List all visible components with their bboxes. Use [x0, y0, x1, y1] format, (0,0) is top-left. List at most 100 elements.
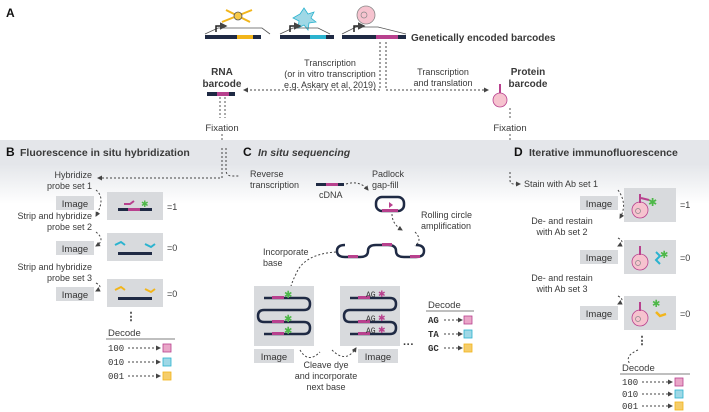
arrow-transcription	[243, 42, 381, 93]
svg-text:✱: ✱	[378, 313, 386, 323]
svg-text:✱: ✱	[284, 326, 292, 337]
gene-construct-2	[279, 7, 334, 39]
if-decode-title: Decode	[622, 363, 655, 374]
fish-result-1: =1	[167, 202, 177, 212]
protein-barcode-label-1: Protein	[511, 67, 545, 78]
fish-step-1a: Hybridize	[54, 170, 92, 180]
if-image-2: Image ✱ =0	[580, 240, 690, 274]
fish-step-3b: probe set 3	[47, 273, 92, 283]
gene-construct-3	[341, 5, 407, 39]
fish-decode-row-3: 001	[108, 371, 172, 382]
if-result-2: =0	[680, 253, 690, 263]
fish-image-1-label: Image	[62, 199, 88, 210]
iss-rt-1: Reverse	[250, 169, 284, 179]
protein-barcode-icon	[492, 84, 508, 108]
cdna-icon	[316, 183, 344, 186]
iss-ag-3: AG	[366, 327, 376, 336]
arrow-to-fish	[97, 148, 223, 181]
header-band	[0, 140, 709, 164]
cdna-label: cDNA	[319, 190, 343, 200]
incorporate-1: Incorporate	[263, 247, 309, 257]
if-decode-code-1: 100	[622, 378, 638, 388]
arrow-translation	[385, 42, 489, 93]
if-decode-row-2: 010	[622, 389, 684, 400]
fish-image-1: Image ✱ =1	[56, 192, 177, 220]
iss-decode-row-2: TA	[428, 329, 473, 340]
transcription-label-1: Transcription	[304, 58, 356, 68]
svg-text:✱: ✱	[141, 199, 149, 209]
if-result-1: =1	[680, 200, 690, 210]
fish-result-3: =0	[167, 289, 177, 299]
panel-c-title: In situ sequencing	[258, 147, 351, 159]
svg-text:✱: ✱	[284, 314, 292, 325]
if-decode-row-1: 100	[622, 377, 684, 388]
iss-ag-1: AG	[366, 291, 376, 300]
svg-text:✱: ✱	[378, 325, 386, 335]
if-step-2b: with Ab set 2	[535, 227, 587, 237]
if-image-2-label: Image	[586, 253, 612, 264]
panel-b-letter: B	[6, 145, 15, 159]
fish-decode-code-3: 001	[108, 372, 124, 382]
if-decode-code-2: 010	[622, 390, 638, 400]
if-image-3-label: Image	[586, 309, 612, 320]
svg-text:✱: ✱	[284, 290, 292, 301]
svg-text:✱: ✱	[648, 197, 657, 209]
iss-decode-code-3: GC	[428, 344, 439, 354]
svg-text:✱: ✱	[660, 250, 668, 261]
padlock-2: gap-fill	[372, 180, 399, 190]
panel-d-title: Iterative immunofluorescence	[529, 147, 678, 159]
padlock-1: Padlock	[372, 169, 405, 179]
transcription-label-2: (or in vitro transcription	[284, 69, 376, 79]
cleave-1: Cleave dye	[303, 360, 348, 370]
transcription-translation-1: Transcription	[417, 67, 469, 77]
gene-construct-1	[204, 9, 271, 39]
rna-barcode-label-2: barcode	[203, 79, 242, 90]
if-result-3: =0	[680, 309, 690, 319]
svg-text:✱: ✱	[652, 299, 660, 310]
iss-decode-row-1: AG	[428, 315, 473, 326]
if-step-3a: De- and restain	[531, 273, 593, 283]
panel-a-letter: A	[6, 6, 15, 20]
fish-decode-code-2: 010	[108, 358, 124, 368]
panel-c-letter: C	[243, 145, 252, 159]
if-image-1-label: Image	[586, 199, 612, 210]
if-step-2a: De- and restain	[531, 216, 593, 226]
if-decode-row-3: 001	[622, 401, 684, 412]
if-step-1: Stain with Ab set 1	[524, 179, 598, 189]
svg-text:···: ···	[403, 339, 414, 351]
rna-barcode-label-1: RNA	[211, 67, 233, 78]
svg-text:⋮: ⋮	[126, 311, 137, 323]
panel-d-letter: D	[514, 145, 523, 159]
fish-step-2b: probe set 2	[47, 222, 92, 232]
panel-b-title: Fluorescence in situ hybridization	[20, 147, 190, 159]
rna-barcode-icon	[207, 92, 235, 96]
genetic-barcodes-label: Genetically encoded barcodes	[411, 33, 556, 44]
iss-ag-2: AG	[366, 315, 376, 324]
svg-text:⋮: ⋮	[637, 335, 648, 347]
if-step-3b: with Ab set 3	[535, 284, 587, 294]
svg-text:✱: ✱	[378, 289, 386, 299]
cleave-2: and incorporate	[295, 371, 358, 381]
fish-decode-row-2: 010	[108, 357, 172, 368]
iss-image-2-label: Image	[365, 352, 391, 363]
iss-image-1: ✱ ✱ ✱	[254, 286, 314, 346]
rca-2: amplification	[421, 221, 471, 231]
fish-result-2: =0	[167, 243, 177, 253]
fish-image-2: Image =0	[56, 233, 177, 261]
if-image-1: Image ✱ =1	[580, 188, 690, 222]
padlock-icon	[374, 195, 406, 213]
if-decode-code-3: 001	[622, 402, 638, 412]
rca-1: Rolling circle	[421, 210, 472, 220]
iss-decode-title: Decode	[428, 300, 461, 311]
fish-image-3: Image =0	[56, 279, 177, 307]
fish-decode-title: Decode	[108, 328, 141, 339]
fish-step-1b: probe set 1	[47, 181, 92, 191]
fish-image-2-label: Image	[62, 244, 88, 255]
fish-decode-row-1: 100	[108, 343, 172, 354]
fish-image-3-label: Image	[62, 290, 88, 301]
protein-barcode-label-2: barcode	[509, 79, 548, 90]
fish-step-2a: Strip and hybridize	[17, 211, 92, 221]
iss-image-1-label: Image	[261, 352, 287, 363]
